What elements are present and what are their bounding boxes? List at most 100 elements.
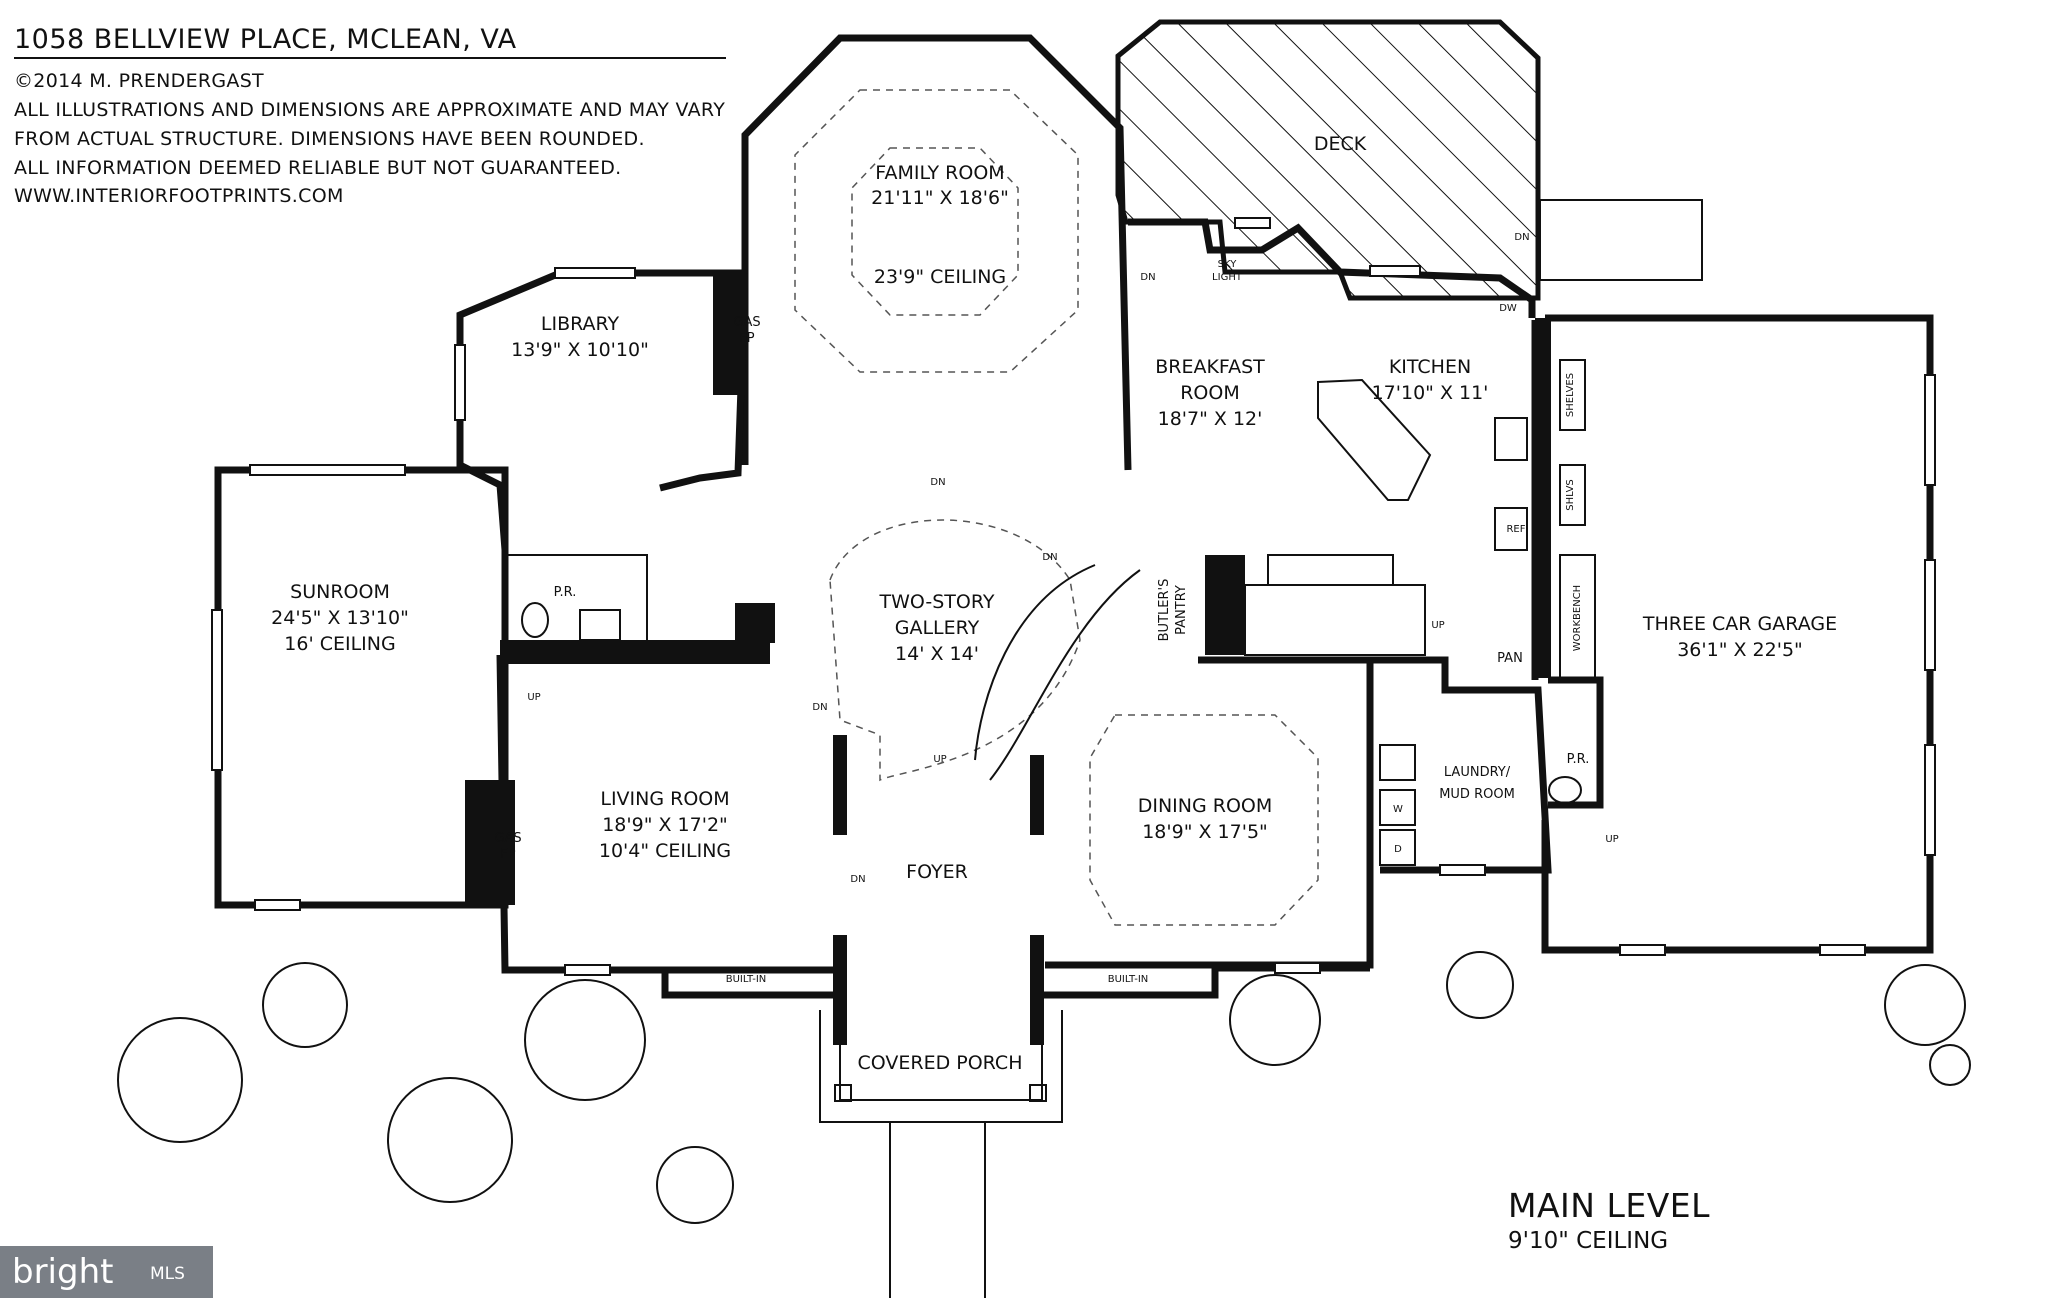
dining-room: [1045, 555, 1374, 969]
family-room-ceiling: 23'9" CEILING: [874, 266, 1006, 288]
up-stair: UP: [933, 754, 946, 765]
up-garage: UP: [1605, 834, 1618, 845]
living-room-dims: 18'9" X 17'2": [602, 814, 728, 836]
sunroom-name: SUNROOM: [290, 581, 390, 603]
logo-suffix: MLS: [150, 1264, 185, 1284]
butler-label-1: BUTLER'S: [1157, 579, 1172, 642]
pan-label: PAN: [1497, 651, 1523, 666]
windows: [211, 217, 1936, 976]
living-room-name: LIVING ROOM: [600, 788, 729, 810]
foyer-post-left: [833, 935, 847, 1045]
living-fp-label-2: FP: [500, 847, 515, 862]
closet-block: [735, 603, 775, 643]
kitchen-island: [1317, 378, 1432, 501]
foyer-wall-right: [1030, 755, 1044, 835]
logo-text: bright: [12, 1252, 114, 1292]
disclaimer-line-1: ALL ILLUSTRATIONS AND DIMENSIONS ARE APP…: [14, 99, 726, 121]
garage-shared-wall: [1535, 318, 1551, 678]
website-line: WWW.INTERIORFOOTPRINTS.COM: [14, 185, 344, 207]
built-in-right: BUILT-IN: [1108, 974, 1149, 985]
pr-sink: [579, 609, 621, 641]
sky-label-2: LIGHT: [1212, 272, 1243, 283]
pr-toilet-2: [1548, 776, 1582, 804]
gallery-name-1: TWO-STORY: [879, 591, 995, 613]
dining-room-name: DINING ROOM: [1138, 795, 1273, 817]
kitchen-name: KITCHEN: [1389, 356, 1471, 378]
ref-label: REF: [1506, 524, 1525, 535]
deck-name: DECK: [1314, 133, 1367, 155]
landscaping: [117, 951, 1971, 1224]
dn-deck: DN: [1514, 232, 1529, 243]
family-room: [741, 34, 1132, 471]
dw-label: DW: [1499, 303, 1517, 314]
family-room-name: FAMILY ROOM: [875, 162, 1004, 184]
level-title: MAIN LEVEL: [1508, 1186, 1711, 1225]
washer-label: W: [1393, 804, 1403, 815]
exterior-stair: [1539, 199, 1703, 281]
butler-wall: [1205, 555, 1245, 655]
library-fireplace: [713, 275, 745, 395]
three-car-garage: [1535, 199, 1934, 954]
library-fp-label-2: FP: [739, 331, 754, 346]
level-ceiling: 9'10" CEILING: [1508, 1228, 1669, 1254]
shelves-label: SHELVES: [1565, 373, 1576, 417]
dn-gallery: DN: [812, 702, 827, 713]
garage-dims: 36'1" X 22'5": [1677, 639, 1803, 661]
breakfast-name-1: BREAKFAST: [1155, 356, 1265, 378]
copyright-line: ©2014 M. PRENDERGAST: [14, 70, 264, 92]
kitchen-dims: 17'10" X 11': [1372, 382, 1489, 404]
up-back-stair: UP: [1431, 620, 1444, 631]
sky-label-1: SKY: [1218, 259, 1238, 270]
up-sunroom: UP: [527, 692, 540, 703]
library-name: LIBRARY: [541, 313, 620, 335]
breakfast-dims: 18'7" X 12': [1158, 408, 1263, 430]
shelves: [1559, 359, 1586, 431]
foyer-gallery: [829, 519, 1141, 1045]
garage-name: THREE CAR GARAGE: [1642, 613, 1837, 635]
laundry-name-2: MUD ROOM: [1439, 787, 1515, 802]
living-room: [465, 603, 835, 974]
family-room-dims: 21'11" X 18'6": [871, 187, 1009, 209]
foyer-post-right: [1030, 935, 1044, 1045]
dn-stair: DN: [1042, 552, 1057, 563]
butler-label-2: PANTRY: [1174, 585, 1189, 635]
dn-breakfast: DN: [1140, 272, 1155, 283]
disclaimer-line-3: ALL INFORMATION DEEMED RELIABLE BUT NOT …: [14, 157, 622, 179]
dining-room-dims: 18'9" X 17'5": [1142, 821, 1268, 843]
ref-box: [1494, 507, 1528, 551]
library-fp-label-1: GAS: [733, 315, 760, 330]
covered-porch: [819, 1010, 1063, 1298]
dryer: [1379, 829, 1416, 866]
powder-room: [506, 554, 648, 644]
dn-foyer: DN: [850, 874, 865, 885]
foyer-wall-left: [833, 735, 847, 835]
sunroom: [214, 466, 509, 909]
workbench-label: WORKBENCH: [1572, 585, 1583, 651]
laundry-sink: [1379, 744, 1416, 781]
back-stair: [1244, 554, 1426, 656]
stair-inner: [989, 569, 1141, 781]
sunroom-ceiling: 16' CEILING: [284, 633, 395, 655]
library-dims: 13'9" X 10'10": [511, 339, 649, 361]
laundry-name-1: LAUNDRY/: [1444, 765, 1511, 780]
gallery-dims: 14' X 14': [895, 643, 979, 665]
built-in-left: BUILT-IN: [726, 974, 767, 985]
sunroom-dims: 24'5" X 13'10": [271, 607, 409, 629]
breakfast-name-2: ROOM: [1180, 382, 1240, 404]
laundry-mudroom: [1370, 656, 1552, 874]
dryer-label: D: [1394, 844, 1402, 855]
porch-name: COVERED PORCH: [858, 1052, 1023, 1074]
disclaimer-line-2: FROM ACTUAL STRUCTURE. DIMENSIONS HAVE B…: [14, 128, 645, 150]
bright-mls-logo: bright MLS: [0, 1246, 213, 1298]
washer: [1379, 789, 1416, 826]
cooktop: [1494, 417, 1528, 461]
dn-family: DN: [930, 477, 945, 488]
pr-toilet: [521, 602, 549, 638]
powder-room-label: P.R.: [554, 585, 577, 600]
shlvs: [1559, 464, 1586, 526]
title-rule: [14, 57, 726, 59]
plan-title: 1058 BELLVIEW PLACE, MCLEAN, VA: [14, 24, 517, 55]
living-fp-label-1: GAS: [494, 831, 521, 846]
gallery-name-2: GALLERY: [895, 617, 980, 639]
